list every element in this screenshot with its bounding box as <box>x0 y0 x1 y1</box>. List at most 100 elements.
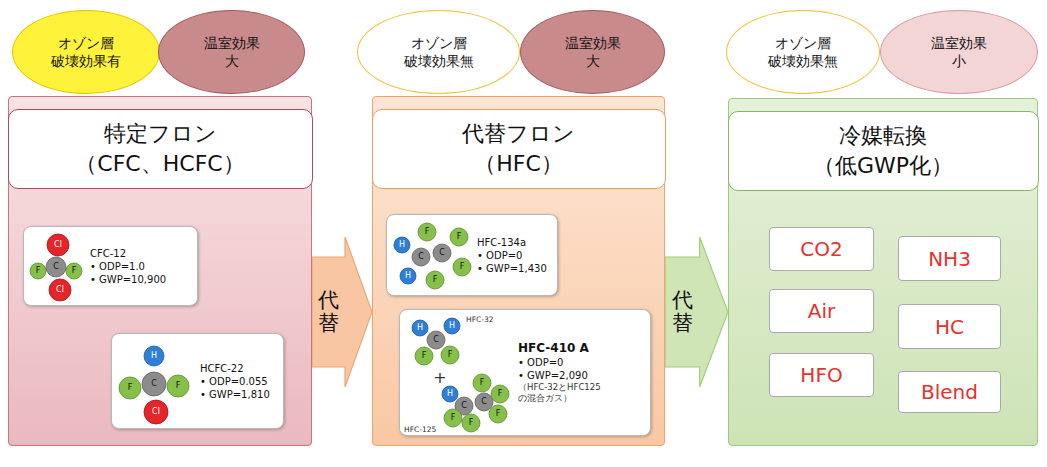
atom-ball <box>415 347 433 365</box>
molecule-name: HFC-125 <box>404 426 436 434</box>
atom-ball <box>49 279 71 301</box>
refrigerant-option: HC <box>898 304 1001 349</box>
refrigerant-option: HFO <box>769 353 874 397</box>
atom-ball <box>47 234 69 256</box>
refrigerant-name: HFO <box>800 363 842 387</box>
atom-ball <box>400 268 416 284</box>
effect-label: 温室効果 大 <box>563 34 623 70</box>
property-text: • GWP=10,900 <box>90 273 166 286</box>
property-text: • GWP=1,430 <box>477 262 547 275</box>
refrigerant-card: CFC-12• ODP=1.0• GWP=10,900 <box>23 226 198 306</box>
effect-label: オゾン層 破壊効果無 <box>401 34 477 70</box>
atom-symbol: H <box>449 322 455 330</box>
panel-heading: 冷媒転換 （低GWP化） <box>728 111 1039 191</box>
refrigerant-option: Blend <box>898 371 1001 413</box>
refrigerant-name: HFC-134a <box>477 236 547 249</box>
refrigerant-name: HFC-410 A <box>518 341 618 357</box>
refrigerant-name: CO2 <box>800 237 842 261</box>
atom-ball <box>66 263 82 279</box>
atom-ball <box>475 393 493 411</box>
greenhouse-oval: 温室効果 小 <box>880 10 1038 94</box>
atom-symbol: F <box>457 233 462 241</box>
atom-ball <box>412 320 428 336</box>
atom-symbol: C <box>439 249 445 257</box>
refrigerant-name: Air <box>808 299 835 323</box>
atom-symbol: F <box>176 382 181 390</box>
refrigerant-option: NH3 <box>898 236 1001 281</box>
atom-symbol: H <box>417 324 423 332</box>
atom-ball <box>450 228 468 246</box>
refrigerant-card: HFC-134a• ODP=0• GWP=1,430 <box>386 214 558 296</box>
atom-symbol: C <box>151 380 157 388</box>
effect-label: 温室効果 小 <box>929 34 989 70</box>
atom-ball <box>453 258 471 276</box>
category-panel: 代替フロン （HFC）HFC-134a• ODP=0• GWP=1,430HFC… <box>372 96 665 446</box>
refrigerant-name: CFC-12 <box>90 247 166 260</box>
refrigerant-option: Air <box>769 289 874 333</box>
ozone-oval: オゾン層 破壊効果無 <box>357 10 520 94</box>
property-text: • GWP=1,810 <box>200 388 270 401</box>
atom-symbol: H <box>151 352 157 360</box>
atom-ball <box>441 346 459 364</box>
atom-ball <box>462 414 480 432</box>
refrigerant-card: HCFC-22• ODP=0.055• GWP=1,810 <box>111 333 284 429</box>
atom-symbol: C <box>418 253 424 261</box>
atom-symbol: F <box>128 384 133 392</box>
atom-symbol: F <box>448 351 453 359</box>
atom-ball <box>489 405 507 423</box>
property-text: • ODP=0 <box>518 356 618 369</box>
effect-label: 温室効果 大 <box>202 34 262 70</box>
atom-ball <box>412 248 430 266</box>
atom-symbol: F <box>469 419 474 427</box>
atom-symbol: Cl <box>152 408 160 416</box>
atom-ball <box>444 318 460 334</box>
ozone-oval: オゾン層 破壊効果無 <box>726 10 880 94</box>
property-text: • GWP=2,090 <box>518 369 618 382</box>
atom-ball <box>144 346 164 366</box>
refrigerant-name: Blend <box>921 380 978 404</box>
refrigerant-name: HC <box>935 315 964 339</box>
atom-ball <box>491 385 509 403</box>
atom-symbol: C <box>433 336 439 344</box>
plus-sign: + <box>433 370 446 386</box>
atom-ball <box>167 375 189 397</box>
atom-ball <box>394 237 410 253</box>
atom-ball <box>30 263 46 279</box>
atom-ball <box>418 223 436 241</box>
atom-symbol: F <box>72 267 77 275</box>
atom-symbol: H <box>405 272 411 280</box>
atom-symbol: F <box>451 414 456 422</box>
atom-ball <box>119 377 141 399</box>
atom-symbol: F <box>425 228 430 236</box>
atom-ball <box>427 331 445 349</box>
atom-ball <box>442 386 458 402</box>
substitution-arrow <box>665 237 728 387</box>
atom-symbol: Cl <box>54 241 62 249</box>
category-panel: 特定フロン （CFC、HCFC） CFC-12• ODP=1.0• GWP=10,… <box>8 96 312 446</box>
greenhouse-oval: 温室効果 大 <box>158 10 305 94</box>
molecule-illustration <box>387 215 559 297</box>
arrow-label: 代替 <box>315 287 342 337</box>
category-panel: 冷媒転換 （低GWP化） CO2 NH3AirHC HFO Blend <box>728 98 1038 446</box>
panel-heading: 特定フロン （CFC、HCFC） <box>8 109 313 189</box>
atom-symbol: H <box>399 241 405 249</box>
refrigerant-name: HCFC-22 <box>200 362 270 375</box>
ozone-oval: オゾン層 破壊効果有 <box>12 10 160 94</box>
atom-symbol: F <box>422 352 427 360</box>
atom-symbol: F <box>36 267 41 275</box>
atom-symbol: C <box>53 263 59 271</box>
refrigerant-name: NH3 <box>928 247 971 271</box>
atom-ball <box>142 372 166 396</box>
greenhouse-oval: 温室効果 大 <box>520 10 665 94</box>
atom-symbol: F <box>433 276 438 284</box>
atom-ball <box>144 400 168 424</box>
atom-symbol: H <box>447 390 453 398</box>
property-text: • ODP=0 <box>477 249 547 262</box>
panel-heading: 代替フロン （HFC） <box>372 109 666 189</box>
molecule-name: HFC-32 <box>466 316 493 324</box>
atom-symbol: C <box>461 402 467 410</box>
refrigerant-option: CO2 <box>769 227 874 271</box>
substitution-arrow <box>312 237 372 387</box>
atom-ball <box>444 409 462 427</box>
property-text: • ODP=1.0 <box>90 260 166 273</box>
